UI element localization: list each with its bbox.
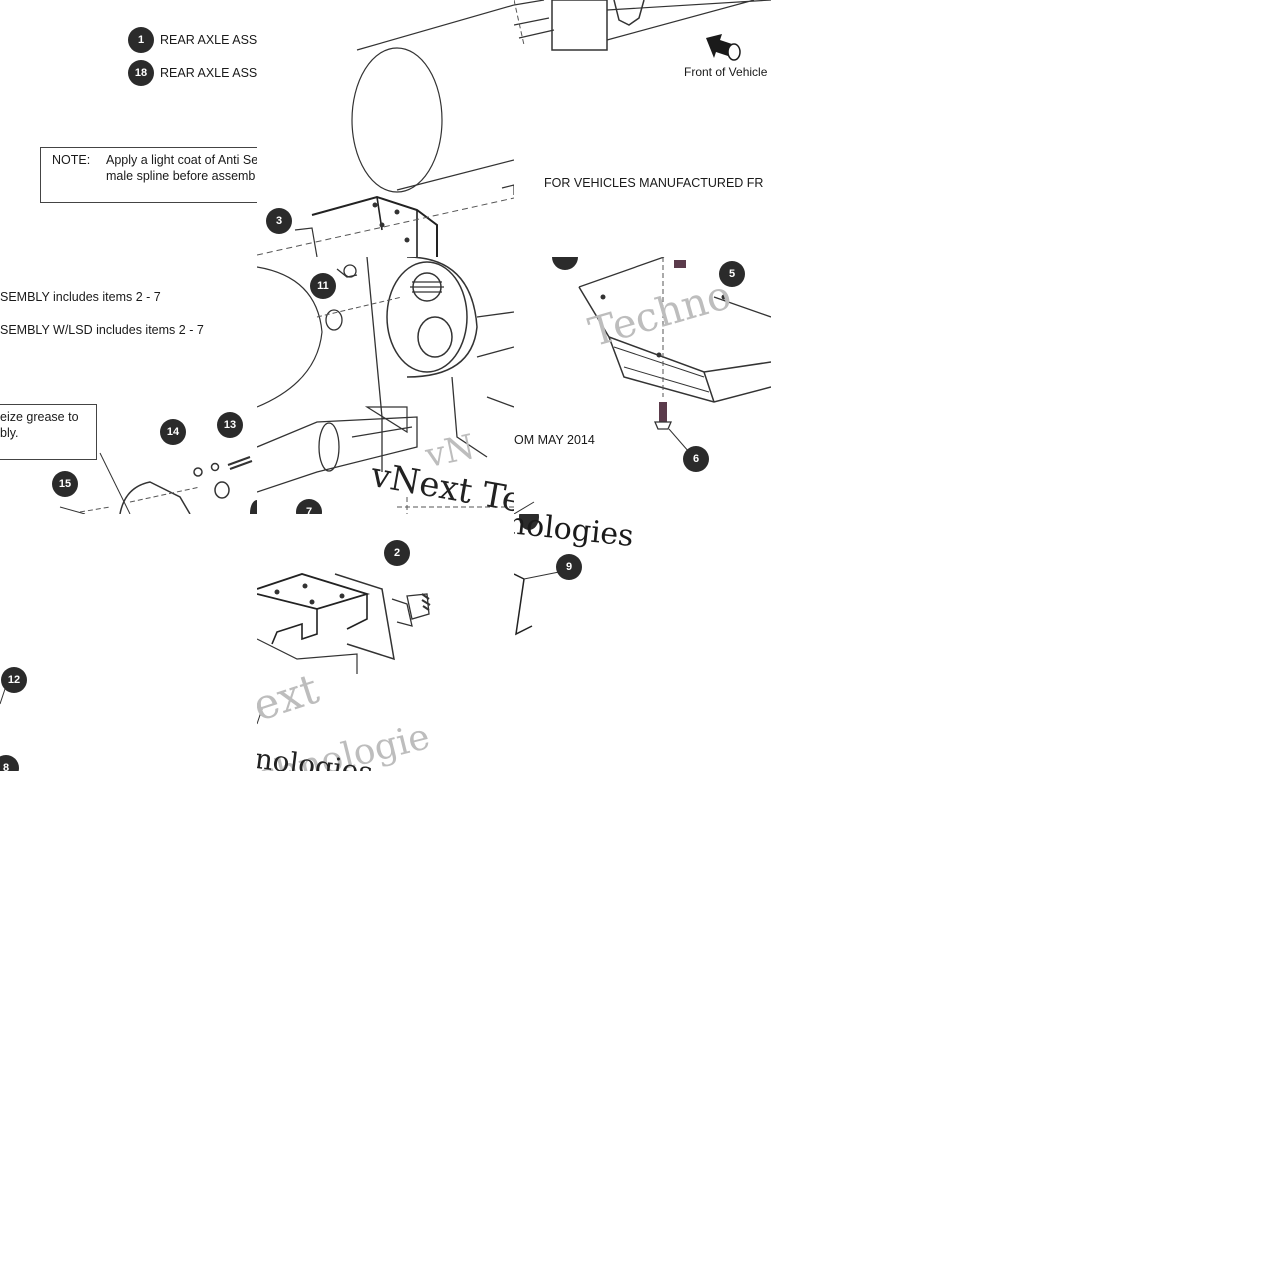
axle-tube-drawing (257, 4, 514, 257)
differential-drawing (257, 257, 514, 514)
tile-legend: 1 REAR AXLE ASS 18 REAR AXLE ASS NOTE: A… (0, 0, 257, 257)
callout-12[interactable]: 12 (1, 667, 27, 693)
assembly-includes: SEMBLY includes items 2 - 7 (0, 290, 161, 304)
note-label: NOTE: (52, 153, 91, 167)
manufactured-note: FOR VEHICLES MANUFACTURED FR (544, 176, 764, 190)
legend-item-1-text: REAR AXLE ASS (160, 33, 257, 47)
tile-tray: 5 6 OM MAY 2014 Techno (514, 257, 771, 514)
callout-14[interactable]: 14 (160, 419, 186, 445)
tile-axle-tube: 3 (257, 0, 514, 257)
tile-front-indicator: Front of Vehicle FOR VEHICLES MANUFACTUR… (514, 0, 771, 257)
note-continued-line-2: bly. (0, 426, 19, 440)
legend-item-18-text: REAR AXLE ASS (160, 66, 257, 80)
callout-5[interactable]: 5 (719, 261, 745, 287)
tray-drawing (514, 257, 771, 514)
note-box-continued (0, 404, 97, 460)
bracket-drawing (257, 573, 431, 725)
callout-partial-top-f (552, 257, 578, 270)
callout-8[interactable]: 8 (0, 755, 19, 771)
callout-13[interactable]: 13 (217, 412, 243, 438)
note-box (40, 147, 257, 203)
tile-bracket: 2 ext chnologie nologies (257, 514, 514, 771)
front-of-vehicle-label: Front of Vehicle (684, 65, 768, 79)
callout-3[interactable]: 3 (266, 208, 292, 234)
note-line-1: Apply a light coat of Anti Se (106, 153, 257, 167)
tile-hub: SEMBLY includes items 2 - 7 SEMBLY W/LSD… (0, 257, 257, 514)
note-line-2: male spline before assemb (106, 169, 256, 183)
tile-left-lower: 12 8 (0, 514, 257, 771)
callout-partial-top-i (519, 514, 539, 530)
callout-1[interactable]: 1 (128, 27, 154, 53)
hub-drawing (59, 452, 253, 514)
callout-11[interactable]: 11 (310, 273, 336, 299)
manufactured-date: OM MAY 2014 (514, 433, 595, 447)
front-arrow-icon (706, 34, 741, 61)
spline-drawing (514, 0, 771, 51)
callout-15[interactable]: 15 (52, 471, 78, 497)
callout-2[interactable]: 2 (384, 540, 410, 566)
small-part-drawing (514, 571, 560, 636)
callout-partial-edge-d (250, 500, 257, 514)
left-lower-drawing (0, 688, 6, 705)
assembly-lsd-includes: SEMBLY W/LSD includes items 2 - 7 (0, 323, 204, 337)
tile-differential: 11 7 vNext Tec vN (257, 257, 514, 514)
note-continued-line-1: eize grease to (0, 410, 79, 424)
callout-9[interactable]: 9 (556, 554, 582, 580)
callout-6[interactable]: 6 (683, 446, 709, 472)
callout-18[interactable]: 18 (128, 60, 154, 86)
tile-small-part: 9 nologies (514, 514, 771, 771)
callout-7[interactable]: 7 (296, 499, 322, 514)
